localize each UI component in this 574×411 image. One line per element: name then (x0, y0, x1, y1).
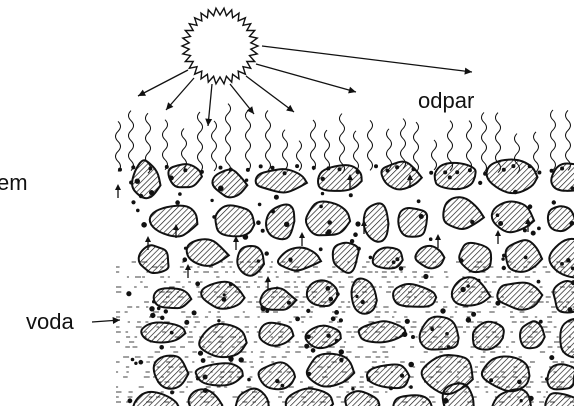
sun-ray-arrow (166, 78, 194, 110)
soil-particle (398, 208, 427, 237)
soil-particle (381, 162, 421, 190)
capillary-arrow (299, 232, 305, 246)
vapor-line (387, 129, 392, 169)
vapor-line (129, 111, 134, 171)
capillary-arrow (185, 264, 191, 278)
soil-particle (492, 389, 531, 406)
vapor-line (467, 121, 472, 171)
sun-outline (182, 8, 258, 84)
sun-ray-arrow (230, 84, 254, 114)
soil-particle (547, 364, 574, 389)
soil-particle (393, 284, 436, 307)
soil-particle (352, 278, 377, 313)
evaporation-label: odpar (418, 90, 474, 112)
soil-particle (359, 321, 406, 342)
capillary-arrow (495, 230, 501, 244)
vapor-line (198, 112, 203, 172)
sun-ray-arrow (246, 76, 294, 112)
soil-particle (482, 356, 530, 391)
sun-ray-arrow (262, 46, 472, 75)
water-label-pointer (92, 317, 120, 324)
soil-particle (139, 245, 169, 273)
sun-ray-arrow (138, 70, 188, 96)
soil-particle (364, 203, 389, 241)
vapor-line (246, 111, 251, 171)
soil-particle (333, 243, 359, 273)
soil-particle (520, 321, 545, 348)
truncated-label: em (0, 172, 28, 194)
soil-particle (435, 163, 476, 189)
vapor-line (551, 110, 556, 170)
soil-particle (452, 277, 491, 305)
soil-particle (393, 395, 432, 406)
vapor-line (414, 122, 419, 172)
soil-particle (256, 169, 307, 192)
capillary-arrow (265, 276, 271, 290)
soil-particle (141, 322, 185, 342)
water-label: voda (26, 311, 74, 333)
soil-particle (168, 164, 202, 187)
vapor-line (182, 128, 187, 168)
sun-ray-arrow (256, 64, 356, 93)
vapor-line (368, 120, 373, 170)
water-pointer-arrow (92, 317, 120, 324)
capillary-arrow (435, 234, 441, 248)
soil-particle (415, 246, 444, 269)
vapor-line (325, 130, 330, 170)
soil-particle (443, 197, 484, 229)
vapor-line (354, 131, 359, 171)
soil-particle (199, 324, 246, 357)
vapor-line (311, 120, 316, 170)
vapor-line (566, 110, 571, 170)
vapor-line (266, 111, 271, 171)
soil-particle (420, 317, 459, 350)
capillary-arrow (115, 184, 121, 198)
vapor-line (163, 120, 168, 170)
vapor-line (212, 121, 217, 171)
soil-particle (497, 283, 542, 310)
soil-particle (307, 280, 338, 306)
soil-particle (548, 206, 574, 231)
soil-particle (266, 205, 294, 240)
sun-ray-arrow (205, 84, 212, 126)
soil-particle (459, 243, 491, 272)
vapor-line (283, 130, 288, 170)
soil-particle (473, 322, 504, 350)
vapor-line (226, 104, 231, 174)
soil-particle (560, 319, 574, 357)
soil-particle (286, 388, 333, 406)
soil-particle (215, 205, 254, 236)
soil-particle (150, 206, 198, 237)
soil-particle (259, 362, 296, 389)
soil-particle (212, 169, 247, 197)
soil-particle (260, 288, 296, 310)
soil-particle (154, 356, 189, 389)
soil-particle (235, 389, 269, 406)
vapor-line (432, 140, 437, 170)
sun-icon (182, 8, 258, 84)
vapor-line (482, 112, 487, 172)
soil-particle (506, 240, 543, 272)
soil-particle (549, 239, 574, 278)
capillary-arrow (233, 236, 239, 250)
soil-particle (154, 288, 192, 308)
vapor-line (116, 121, 121, 171)
vapor-line (534, 132, 539, 172)
soil-particle (345, 391, 379, 406)
soil-particle (196, 363, 243, 385)
soil-particle (545, 393, 574, 406)
